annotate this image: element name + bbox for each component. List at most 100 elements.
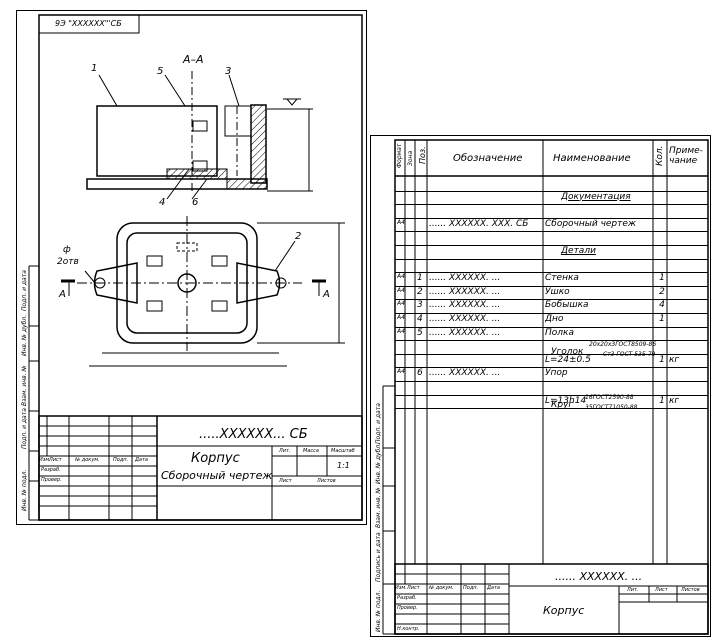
spec-cell-qty: 1 [659, 395, 665, 406]
spec-cell-designation: ...... XXXXXX. ... [429, 286, 501, 297]
side-label-5: Инв. № подл. [21, 469, 28, 511]
spec-cell-qty: 1 [659, 273, 665, 284]
side-label-1: Подп. и дата [21, 270, 28, 311]
spec-cell-name: Бобышка [545, 300, 589, 311]
side-label-2: Инв. № дубл. [21, 314, 28, 356]
spec-cell-designation: ...... XXXXXX. ... [429, 314, 501, 324]
spec-cell-qty: 4 [659, 300, 665, 311]
ugolok-top: 20х20х3ГОСТ8509-86 [589, 341, 657, 348]
spec-row [395, 259, 708, 274]
spec-cell-pos: 3 [417, 300, 423, 311]
spec-header-pos: Поз. [418, 146, 427, 164]
spec-cell-designation: ...... XXXXXX. ... [429, 327, 501, 338]
spec-tb-name: Корпус [543, 604, 585, 617]
krug-label: Круг [551, 400, 574, 410]
spec-cell-pos: 4 [417, 314, 423, 324]
callout-5: 5 [157, 66, 164, 77]
section-mark-right: А [323, 289, 330, 300]
spec-cell-name: Стенка [545, 273, 579, 284]
spec-cell-note: кг [669, 354, 680, 365]
spec-tb-role-dev: Разраб. [397, 595, 417, 601]
spec-row [395, 231, 708, 246]
hole-note-dia: ф [63, 245, 71, 255]
spec-cell-pos: 1 [417, 273, 423, 284]
spec-row: Документация [395, 191, 708, 206]
spec-tb-designation: ...... XXXXXX. ... [555, 570, 643, 583]
spec-header-format: Формат [396, 143, 403, 168]
callout-1: 1 [91, 63, 98, 74]
spec-header-name: Наименование [553, 153, 631, 164]
specification-graphics [382, 139, 709, 635]
tb-scale: Масштаб [331, 448, 355, 454]
spec-tb-col-list: Лист [407, 585, 420, 591]
spec-cell-pos: 6 [417, 368, 423, 379]
spec-row: А4 3 ...... XXXXXX. ... Бобышка 4 [395, 299, 708, 314]
callout-3: 3 [225, 66, 232, 77]
callout-2: 2 [295, 231, 302, 242]
spec-cell-note: кг [669, 395, 680, 406]
spec-tb-col-sign: Подп. [463, 585, 479, 591]
spec-side-5: Инв. № подл. [375, 590, 382, 632]
side-label-4: Подп. и дата [21, 408, 28, 449]
spec-side-2: Инв. № дубл. [375, 442, 382, 484]
hole-note-count: 2отв [57, 257, 79, 267]
spec-row [395, 204, 708, 219]
spec-cell-designation: ...... XXXXXX. ... [429, 368, 501, 379]
spec-row: А4 4 ...... XXXXXX. ... Дно 1 [395, 313, 708, 328]
tb-sheet: Лист [279, 478, 292, 484]
tb-role-check: Провер. [41, 477, 62, 483]
spec-cell-designation: ...... XXXXXX. ... [429, 300, 501, 311]
spec-row [395, 340, 708, 355]
spec-row [395, 381, 708, 396]
spec-header-qty: Кол. [655, 145, 665, 166]
tb-name: Корпус [191, 451, 240, 466]
ugolok-label: Уголок [551, 347, 584, 357]
callout-6: 6 [192, 197, 199, 208]
spec-cell-name: Детали [561, 246, 596, 256]
tb-role-dev: Разраб. [41, 467, 61, 473]
tb-sheets: Листов [317, 478, 336, 484]
spec-cell-name: Сборочный чертеж [545, 218, 637, 229]
tb-scale-value: 1:1 [337, 461, 350, 470]
spec-tb-col-date: Дата [487, 585, 500, 591]
tb-mass: Масса [303, 448, 319, 454]
spec-cell-format: А4 [397, 368, 405, 376]
spec-cell-name: Упор [545, 368, 568, 379]
spec-cell-qty: 1 [659, 354, 665, 365]
spec-side-4: Подпись и дата [375, 532, 382, 582]
spec-header-note: Приме-чание [669, 146, 703, 166]
spec-header-designation: Обозначение [453, 153, 523, 164]
spec-cell-name: Дно [545, 314, 564, 324]
spec-cell-format: А4 [397, 314, 405, 321]
spec-tb-role-check: Провер. [397, 605, 418, 611]
tb-designation: .....XXXXXX... СБ [199, 427, 308, 442]
assembly-drawing-sheet: 9Э "XXXXXX"'CБ А–А 1 5 3 4 6 2 ф 2отв А … [16, 10, 367, 525]
spec-cell-designation: ...... XXXXXX. ... [429, 273, 501, 284]
spec-header-zone: Зона [407, 150, 414, 166]
spec-cell-format: А4 [397, 273, 405, 281]
tb-subtitle: Сборочный чертеж [161, 469, 273, 482]
spec-cell-format: А4 [397, 218, 405, 226]
spec-row [395, 177, 708, 192]
spec-cell-name: L=13h14 [545, 395, 587, 406]
krug-top: 16ГОСТ2590-88 [585, 394, 634, 401]
spec-cell-qty: 1 [659, 314, 665, 324]
spec-side-3: Взам. инв. № [375, 487, 382, 528]
spec-cell-name: Документация [561, 191, 631, 202]
specification-sheet: Формат Зона Поз. Обозначение Наименовани… [370, 135, 711, 637]
ugolok-bottom: Ст3 ГОСТ 535-79 [603, 351, 656, 358]
tb-lit: Лит. [279, 448, 291, 454]
side-label-3: Взам. инв. № [21, 365, 28, 406]
spec-cell-qty: 2 [659, 286, 665, 297]
callout-4: 4 [159, 197, 166, 208]
spec-cell-format: А4 [397, 300, 405, 308]
tb-col-doc: № докум. [75, 457, 100, 463]
spec-side-1: Подп. и дата [375, 403, 382, 444]
spec-cell-format: А4 [397, 286, 405, 294]
spec-cell-name: Полка [545, 327, 574, 338]
top-stamp: 9Э "XXXXXX"'CБ [55, 19, 122, 28]
